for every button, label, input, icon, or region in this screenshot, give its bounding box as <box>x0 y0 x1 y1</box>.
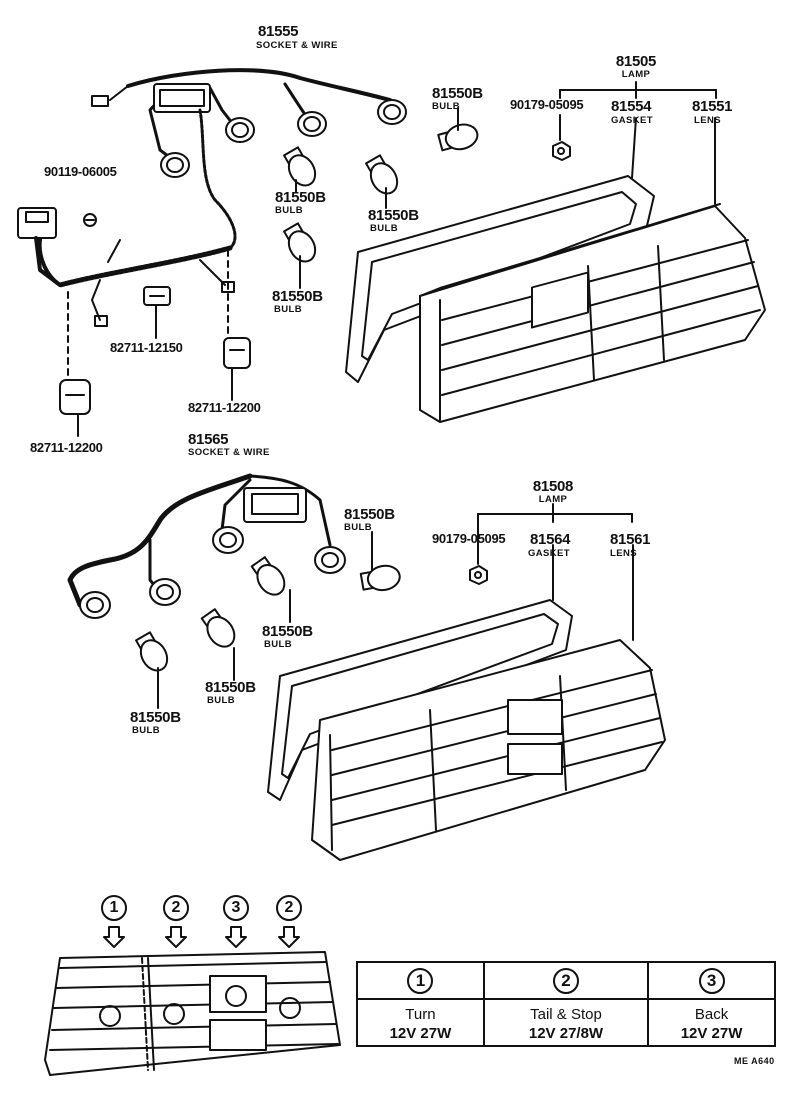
upper-bulb-4-partno: 81550B <box>272 288 323 305</box>
upper-clamp-a-partno: 82711-12150 <box>110 340 183 355</box>
lower-lens-partno: 81561 <box>610 531 651 548</box>
legend-rating: 12V 27W <box>680 1025 743 1042</box>
down-arrow-icon <box>165 926 187 948</box>
lower-nut-partno: 90179-05095 <box>432 531 506 546</box>
legend-number: 1 <box>407 967 434 994</box>
upper-bulb-4-name: BULB <box>274 304 302 315</box>
upper-gasket-partno: 81554 <box>611 98 652 115</box>
upper-clamps <box>59 249 251 437</box>
lower-socket-wire-partno: 81565 <box>188 431 229 448</box>
lower-nut <box>469 519 488 585</box>
upper-clamp-b-partno: 82711-12200 <box>188 400 261 415</box>
upper-lamp-name: LAMP <box>621 69 651 80</box>
upper-nut-partno: 90179-05095 <box>510 97 584 112</box>
lower-socket-wire-name: SOCKET & WIRE <box>188 447 270 458</box>
lower-bulbs <box>135 531 401 709</box>
legend-function: Tail & Stop <box>530 1006 602 1023</box>
lower-lamp-name: LAMP <box>538 494 568 505</box>
legend-function: Back <box>694 1006 729 1023</box>
lower-bulb-3-partno: 81550B <box>205 679 256 696</box>
upper-clamp-c-partno: 82711-12200 <box>30 440 103 455</box>
upper-socket-wire-name: SOCKET & WIRE <box>256 40 338 51</box>
legend-rating: 12V 27/8W <box>528 1025 604 1042</box>
position-marker-2: 2 <box>163 895 189 949</box>
upper-gasket-name: GASKET <box>611 115 653 126</box>
upper-bulb-2-partno: 81550B <box>275 189 326 206</box>
position-number: 2 <box>276 895 302 921</box>
upper-connector <box>17 207 62 287</box>
bulb-position-lens-view <box>44 951 341 1076</box>
legend-number: 2 <box>552 967 579 994</box>
lower-bulb-2-name: BULB <box>264 639 292 650</box>
position-marker-1: 1 <box>101 895 127 949</box>
footer-code: ME A640 <box>734 1056 775 1066</box>
upper-bulb-1-partno: 81550B <box>432 85 483 102</box>
lower-lamp-bracket <box>477 503 633 523</box>
upper-bulb-3-partno: 81550B <box>368 207 419 224</box>
lower-lens-name: LENS <box>610 548 637 559</box>
legend-function: Turn <box>405 1006 436 1023</box>
upper-socket-wire-partno: 81555 <box>258 23 299 40</box>
lower-bulb-2-partno: 81550B <box>262 623 313 640</box>
upper-lamp-bracket <box>559 81 717 99</box>
lower-lamp-partno: 81508 <box>532 478 574 495</box>
legend-cell-back: 3 Back 12V 27W <box>649 963 774 1045</box>
upper-sockets <box>160 99 407 178</box>
upper-bulb-3-name: BULB <box>370 223 398 234</box>
upper-screw <box>83 213 97 227</box>
lower-socket-wire-harness <box>67 473 332 608</box>
lower-gasket-partno: 81564 <box>530 531 571 548</box>
position-number: 2 <box>163 895 189 921</box>
down-arrow-icon <box>103 926 125 948</box>
position-number: 1 <box>101 895 127 921</box>
lower-bulb-4-name: BULB <box>132 725 160 736</box>
upper-lens <box>419 117 766 423</box>
down-arrow-icon <box>278 926 300 948</box>
lower-bulb-4-partno: 81550B <box>130 709 181 726</box>
lower-bulb-3-name: BULB <box>207 695 235 706</box>
upper-bulb-2-name: BULB <box>275 205 303 216</box>
down-arrow-icon <box>225 926 247 948</box>
position-marker-3: 3 <box>223 895 249 949</box>
lower-gasket-name: GASKET <box>528 548 570 559</box>
lower-lens <box>311 544 666 861</box>
lower-sockets <box>79 526 346 619</box>
upper-bulb-1-name: BULB <box>432 101 460 112</box>
lower-bulb-1-partno: 81550B <box>344 506 395 523</box>
legend-rating: 12V 27W <box>389 1025 452 1042</box>
upper-lens-partno: 81551 <box>692 98 733 115</box>
position-marker-4: 2 <box>276 895 302 949</box>
upper-bulbs <box>283 107 479 289</box>
upper-nut <box>552 114 571 161</box>
legend-cell-tail-stop: 2 Tail & Stop 12V 27/8W <box>484 963 650 1045</box>
upper-screw-partno: 90119-06005 <box>44 164 117 179</box>
lower-bulb-1-name: BULB <box>344 522 372 533</box>
upper-lamp-partno: 81505 <box>615 53 657 70</box>
upper-socket-wire-harness <box>37 68 392 327</box>
bulb-legend-table: 1 Turn 12V 27W 2 Tail & Stop 12V 27/8W 3… <box>356 961 776 1047</box>
upper-lens-name: LENS <box>694 115 721 126</box>
legend-number: 3 <box>698 967 725 994</box>
position-number: 3 <box>223 895 249 921</box>
legend-cell-turn: 1 Turn 12V 27W <box>358 963 485 1045</box>
